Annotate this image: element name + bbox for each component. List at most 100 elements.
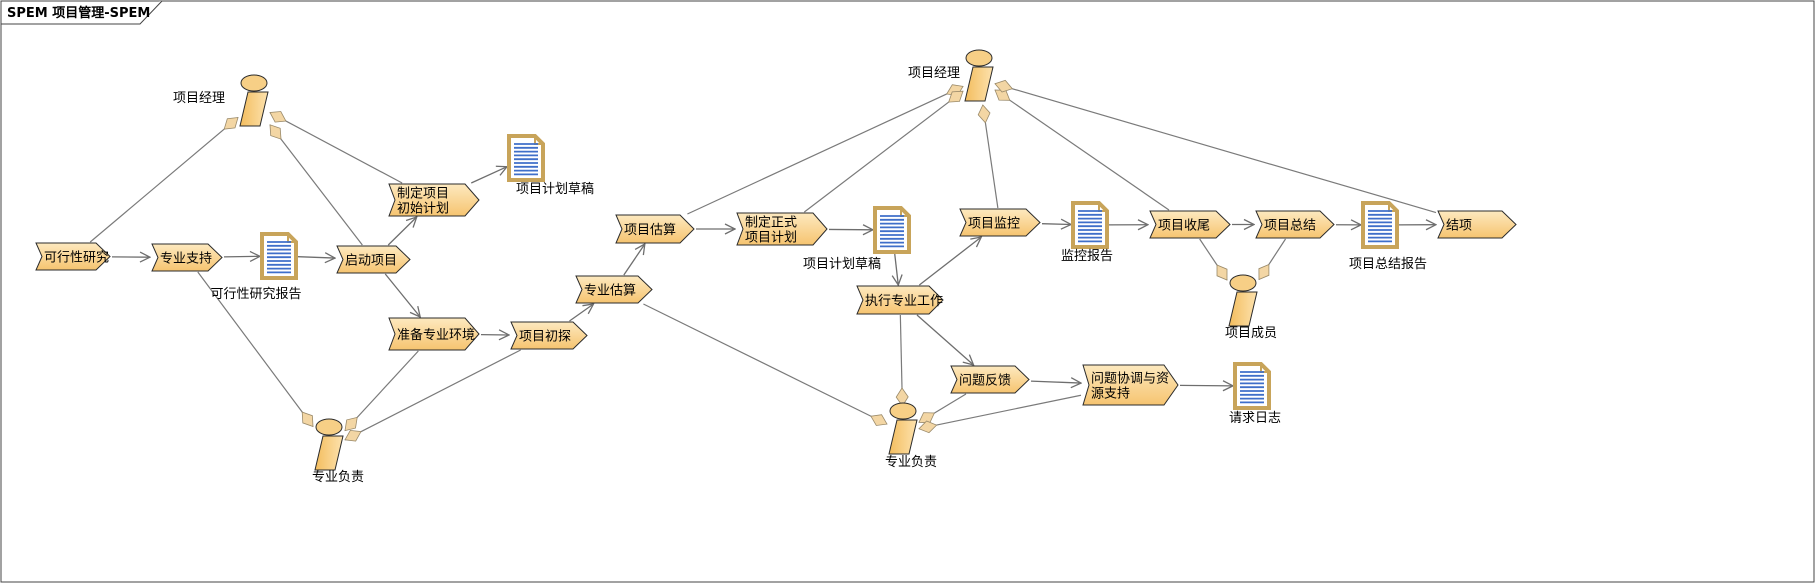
performer-diamond	[269, 111, 287, 123]
document-label: 项目计划草稿	[516, 181, 594, 197]
performer-diamond	[918, 420, 938, 434]
document-monreport[interactable]: 监控报告	[1061, 201, 1113, 264]
role-pro2[interactable]: 专业负责	[885, 402, 937, 470]
role-pro1[interactable]: 专业负责	[312, 418, 364, 485]
diagram-title-tab	[1, 0, 163, 25]
performer-link	[89, 117, 239, 243]
performer-diamond	[1258, 263, 1270, 281]
task-label: 准备专业环境	[397, 327, 475, 343]
task-summary[interactable]: 项目总结	[1255, 210, 1335, 239]
flow-arrow	[223, 256, 260, 257]
task-shape	[959, 208, 1041, 237]
role-body	[1228, 291, 1258, 327]
performer-link	[197, 271, 314, 427]
task-shape	[1149, 210, 1231, 239]
flow-arrow	[384, 273, 420, 317]
task-label: 专业支持	[160, 252, 212, 267]
task-label: 可行性研究	[44, 251, 109, 266]
performer-diamond	[301, 411, 314, 428]
flow-arrow	[1041, 224, 1071, 225]
task-start[interactable]: 启动项目	[336, 245, 411, 274]
task-proest[interactable]: 专业估算	[575, 275, 653, 304]
role-label: 项目经理	[173, 91, 225, 106]
performer-link	[918, 394, 1082, 430]
performer-diamond	[870, 414, 888, 426]
performer-diamond	[1216, 264, 1228, 281]
task-closing[interactable]: 项目收尾	[1149, 210, 1231, 239]
task-label: 启动项目	[345, 254, 397, 269]
task-shape	[615, 214, 695, 244]
task-shape	[950, 365, 1030, 394]
task-label: 问题反馈	[959, 374, 1011, 389]
task-label: 问题协调与资	[1091, 372, 1169, 387]
document-label: 可行性研究报告	[210, 287, 301, 302]
role-head	[315, 418, 343, 436]
task-label: 结项	[1446, 219, 1472, 234]
performer-link	[994, 89, 1170, 211]
task-label: 项目估算	[624, 223, 676, 238]
task-exec[interactable]: 执行专业工作	[856, 285, 944, 315]
role-body	[888, 419, 918, 455]
performer-link	[687, 85, 964, 215]
task-label: 执行专业工作	[865, 294, 943, 309]
task-shape	[336, 245, 411, 274]
task-shape	[1255, 210, 1335, 239]
performer-diamond	[344, 429, 362, 442]
document-page	[1071, 201, 1109, 249]
document-draft2[interactable]: 项目计划草稿	[803, 206, 911, 272]
edges-layer	[89, 79, 1436, 442]
role-pm1[interactable]: 项目经理	[173, 74, 269, 127]
performer-link	[344, 349, 521, 441]
performer-diamond	[269, 124, 282, 140]
flow-arrow	[918, 237, 981, 286]
task-support[interactable]: 专业支持	[151, 243, 223, 272]
document-draft1[interactable]: 项目计划草稿	[507, 134, 594, 197]
document-page	[1361, 201, 1399, 249]
flow-arrow	[916, 314, 974, 365]
task-shape	[510, 321, 588, 350]
task-projest[interactable]: 项目估算	[615, 214, 695, 244]
role-head	[889, 402, 917, 420]
document-label: 监控报告	[1061, 249, 1113, 264]
role-pm2[interactable]: 项目经理	[908, 49, 994, 102]
document-reqlog[interactable]: 请求日志	[1229, 362, 1281, 426]
document-feasreport[interactable]: 可行性研究报告	[210, 232, 302, 302]
flow-arrow	[470, 167, 507, 184]
task-label: 制定项目	[397, 187, 449, 202]
task-label: 项目计划	[745, 231, 797, 246]
task-label: 项目监控	[968, 217, 1020, 232]
task-shape	[151, 243, 223, 272]
task-feas[interactable]: 可行性研究	[35, 242, 111, 271]
document-label: 项目总结报告	[1349, 257, 1427, 272]
task-monitor[interactable]: 项目监控	[959, 208, 1041, 237]
role-member[interactable]: 项目成员	[1225, 274, 1277, 341]
flow-arrow	[387, 217, 416, 246]
flow-arrow	[623, 244, 645, 276]
role-head	[965, 49, 993, 67]
role-label: 专业负责	[312, 470, 364, 485]
performer-diamond	[895, 387, 909, 407]
task-close[interactable]: 结项	[1437, 210, 1517, 239]
task-prepenv[interactable]: 准备专业环境	[388, 317, 480, 351]
task-feedback[interactable]: 问题反馈	[950, 365, 1030, 394]
task-explore[interactable]: 项目初探	[510, 321, 588, 350]
performer-diamond	[948, 90, 964, 103]
task-label: 制定正式	[745, 216, 797, 231]
task-label: 项目总结	[1264, 219, 1316, 234]
diagram-title: SPEM 项目管理-SPEM	[7, 5, 150, 21]
role-label: 专业负责	[885, 455, 937, 470]
flow-arrow	[569, 304, 593, 322]
document-page	[873, 206, 911, 254]
task-shape	[575, 275, 653, 304]
performer-diamond	[994, 79, 1013, 93]
document-sumreport[interactable]: 项目总结报告	[1349, 201, 1427, 272]
performer-link	[269, 112, 403, 184]
role-body	[239, 91, 269, 127]
